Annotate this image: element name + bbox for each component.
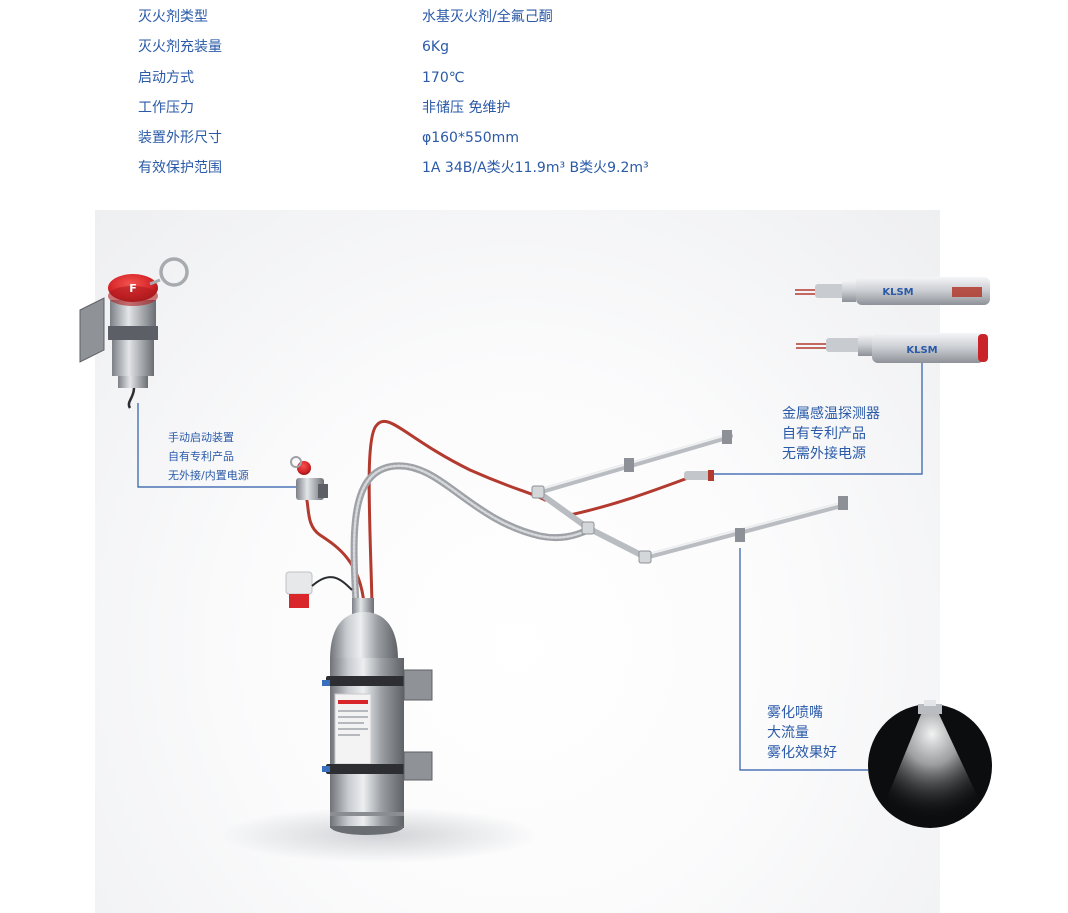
- inline-manual-actuator: [290, 456, 328, 500]
- spec-value: 170℃: [422, 70, 465, 86]
- pull-ring: [159, 257, 189, 287]
- nozzle-callout: 雾化喷嘴 大流量 雾化效果好: [767, 703, 837, 763]
- product-stage-background: [95, 210, 940, 913]
- callout-line: 雾化效果好: [767, 745, 837, 761]
- spec-value: 非储压 免维护: [422, 100, 511, 116]
- spec-value: 水基灭火剂/全氟己酮: [422, 9, 553, 25]
- nozzle-leader-line: [739, 548, 868, 771]
- spec-label: 装置外形尺寸: [138, 130, 222, 146]
- red-capillary-tubes: [303, 419, 690, 606]
- temperature-detector-1: KLSM: [795, 277, 990, 305]
- spec-value: 1A 34B/A类火11.9m³ B类火9.2m³: [422, 160, 649, 176]
- spec-label: 灭火剂充装量: [138, 39, 222, 55]
- callout-line: 自有专利产品: [782, 426, 866, 442]
- callout-line: 无外接/内置电源: [168, 469, 249, 482]
- detector-callout: 金属感温探测器 自有专利产品 无需外接电源: [782, 404, 880, 464]
- spec-label: 启动方式: [138, 70, 194, 86]
- manual-release-device: F: [79, 257, 189, 409]
- manual-leader-line: [137, 403, 302, 488]
- upper-strap: [326, 676, 408, 686]
- pipe-detector: [684, 470, 714, 481]
- spec-label: 工作压力: [138, 100, 194, 116]
- fire-extinguisher-cylinder: [322, 598, 433, 835]
- detector-leader-line: [690, 360, 923, 475]
- spec-label: 灭火剂类型: [138, 9, 208, 25]
- detector-1-brand: KLSM: [882, 287, 913, 298]
- leader-lines: [137, 360, 923, 771]
- detector-2-brand: KLSM: [906, 345, 937, 356]
- manual-release-callout: 手动启动装置 自有专利产品 无外接/内置电源: [168, 428, 249, 485]
- nozzle-spray-image: [868, 700, 992, 828]
- pipe-nozzles: [624, 430, 848, 542]
- lower-strap: [326, 764, 408, 774]
- callout-line: 无需外接电源: [782, 446, 866, 462]
- temperature-detector-2: KLSM: [796, 333, 988, 363]
- spec-label: 有效保护范围: [138, 160, 222, 176]
- mounting-bracket: [79, 297, 105, 363]
- cylinder-shadow: [220, 807, 540, 863]
- spec-value: 6Kg: [422, 39, 449, 55]
- button-letter: F: [129, 282, 137, 295]
- callout-line: 雾化喷嘴: [767, 705, 823, 721]
- callout-line: 自有专利产品: [168, 450, 234, 463]
- callout-line: 手动启动装置: [168, 431, 234, 444]
- callout-line: 大流量: [767, 725, 809, 741]
- spec-value: φ160*550mm: [422, 130, 519, 146]
- callout-line: 金属感温探测器: [782, 406, 880, 422]
- alarm-light: [285, 571, 353, 608]
